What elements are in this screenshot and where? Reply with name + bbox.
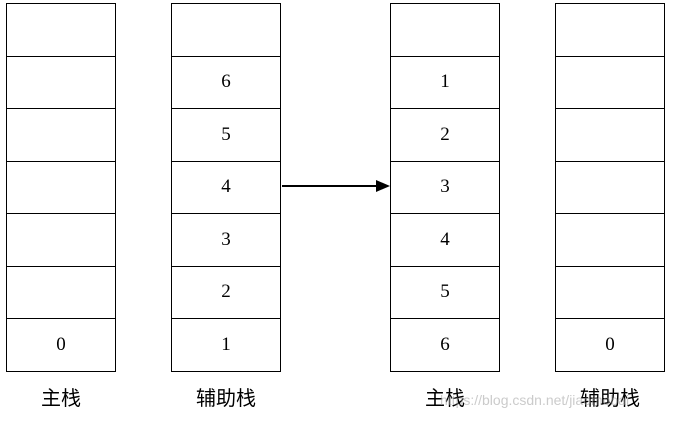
stack-cell (556, 214, 664, 267)
stack-cell (391, 4, 499, 57)
main-stack-right: 1 2 3 4 5 6 (390, 3, 500, 372)
stack-cell: 4 (172, 162, 280, 214)
stack-cell (7, 162, 115, 214)
stack-cell (556, 57, 664, 109)
stack-cell: 5 (391, 267, 499, 319)
stack-cell (172, 4, 280, 57)
stack-cell (556, 267, 664, 319)
stack-cell (7, 57, 115, 109)
stack-cell (556, 4, 664, 57)
aux-stack-label-left: 辅助栈 (196, 386, 256, 410)
stack-cell: 5 (172, 109, 280, 162)
stack-cell: 3 (391, 162, 499, 214)
stack-cell: 6 (391, 319, 499, 372)
stack-cell: 4 (391, 214, 499, 267)
stack-cell: 2 (391, 109, 499, 162)
aux-stack-left: 6 5 4 3 2 1 (171, 3, 281, 372)
stack-cell: 3 (172, 214, 280, 267)
stack-cell: 2 (172, 267, 280, 319)
stack-cell: 1 (172, 319, 280, 372)
main-stack-label-right: 主栈 (425, 386, 465, 410)
stack-cell: 0 (556, 319, 664, 372)
main-stack-left: 0 (6, 3, 116, 372)
aux-stack-label-right: 辅助栈 (580, 386, 640, 410)
stack-cell (7, 267, 115, 319)
arrow-head-icon (376, 180, 390, 192)
watermark: https://blog.csdn.net/jiaomobai (440, 392, 630, 408)
main-stack-label-left: 主栈 (41, 386, 81, 410)
stack-cell (7, 109, 115, 162)
stack-cell (556, 162, 664, 214)
stack-cell (7, 214, 115, 267)
stack-cell (7, 4, 115, 57)
stack-cell (556, 109, 664, 162)
aux-stack-right: 0 (555, 3, 665, 372)
stack-cell: 1 (391, 57, 499, 109)
stack-cell: 6 (172, 57, 280, 109)
stack-cell: 0 (7, 319, 115, 372)
